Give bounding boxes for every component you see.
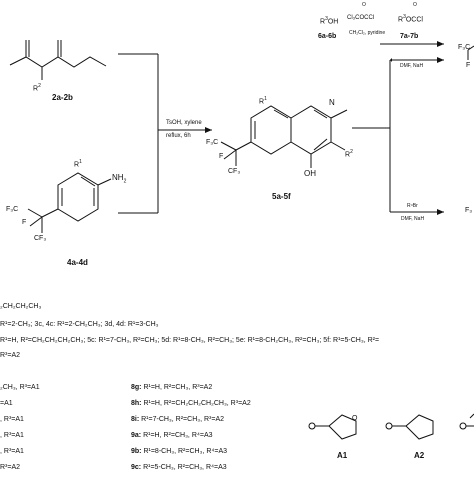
quinoline-n: N xyxy=(329,98,335,107)
triphosgene-reagent: Cl₃COCCl xyxy=(347,15,375,21)
upper-branch-conditions: DMF, NaH xyxy=(400,63,424,69)
aniline-r: R1 xyxy=(74,159,82,169)
definition-line-2: R¹=2-CH₃; 3c, 4c: R¹=2-CH₂CH₃; 3d, 4d: R… xyxy=(0,321,159,328)
substituent-a2-structure xyxy=(391,414,434,440)
chloroformate-label: 7a-7b xyxy=(400,33,419,40)
lower-branch-reagent: R⁴Br xyxy=(407,203,418,209)
quinoline-structure xyxy=(220,105,348,168)
quinoline-arrowhead xyxy=(205,127,212,133)
quinoline-cf3-b: CF₃ xyxy=(228,168,241,175)
attachment-points xyxy=(308,422,467,430)
quinoline-f: F xyxy=(219,153,224,160)
quinoline-label: 5a-5f xyxy=(272,192,291,201)
compound-row-8h: 8h: R¹=H, R²=CH₂CH₂CH₂CH₃, R³=A2 xyxy=(131,400,251,407)
reaction-arrows xyxy=(118,43,444,214)
quinoline-cf3-a: F₃C xyxy=(206,139,219,146)
step1-reagent: TsOH, xylene xyxy=(166,120,202,126)
compound-row-9c: 9c: R¹=5-CH₃, R²=CH₃, R⁴=A3 xyxy=(131,464,227,471)
quinoline-r1: R1 xyxy=(259,96,267,106)
compound-left-1: ₂CH₃, R³=A1 xyxy=(0,384,40,391)
upper-fragment-cf3: F₃C xyxy=(458,44,471,51)
definition-line-1: ₂CH₂CH₂CH₃ xyxy=(0,303,42,310)
lower-branch-conditions: DMF, NaH xyxy=(401,216,425,222)
compound-row-8i: 8i: R¹=7-CH₃, R²=CH₃, R³=A2 xyxy=(131,416,225,423)
substituent-a2-label: A2 xyxy=(414,451,425,460)
aniline-f: F xyxy=(22,219,27,226)
chloroformate-arrowhead xyxy=(437,41,444,47)
alcohol-reagent: R3OH xyxy=(320,16,339,26)
triphosgene-oxygen: O xyxy=(362,2,366,8)
compound-left-2: =A1 xyxy=(0,400,13,407)
compound-left-3: , R³=A1 xyxy=(0,416,24,423)
compound-row-8g: 8g: R¹=H, R²=CH₃, R³=A2 xyxy=(131,384,213,391)
substituent-a3-partial xyxy=(465,413,474,427)
aniline-cf3-b: CF₃ xyxy=(34,235,47,242)
aniline-structure xyxy=(27,172,112,233)
ketoester-label: 2a-2b xyxy=(52,93,73,102)
upper-fragment-f: F xyxy=(466,62,471,69)
aniline-label: 4a-4d xyxy=(67,258,88,267)
compound-left-6: R³=A2 xyxy=(0,464,21,471)
compound-left-4: , R³=A1 xyxy=(0,432,24,439)
lower-fragment: F₃ xyxy=(465,207,473,214)
a1-oxygen: O xyxy=(352,415,358,422)
arrow-pivot xyxy=(390,58,392,62)
chloroformate-product: R3OCCl xyxy=(398,14,423,24)
quinoline-r2: R2 xyxy=(345,149,353,159)
ketoester-structure xyxy=(9,40,107,80)
compound-row-9b: 9b: R¹=8-CH₃, R²=CH₃, R⁴=A3 xyxy=(131,448,228,455)
alcohol-label: 6a-6b xyxy=(318,33,337,40)
lower-arrowhead xyxy=(437,209,444,215)
compound-row-9a: 9a: R¹=H, R²=CH₃, R⁴=A3 xyxy=(131,432,213,439)
substituent-a1-label: A1 xyxy=(337,451,348,460)
definition-line-3: R¹=H, R²=CH₂CH₂CH₂CH₃; 5c: R¹=7-CH₃, R²=… xyxy=(0,337,380,344)
ketoester-r: R2 xyxy=(33,83,41,93)
step1-conditions: reflux, 6h xyxy=(166,133,191,139)
chloroformate-oxygen: O xyxy=(413,2,417,8)
quinoline-oh: OH xyxy=(304,169,316,178)
substituent-a1-structure xyxy=(314,414,357,440)
chloroformate-conditions: CH₂Cl₂, pyridine xyxy=(349,30,386,36)
upper-product-fragment xyxy=(467,45,474,60)
aniline-cf3-a: F₃C xyxy=(6,206,19,213)
aniline-nh2: NH2 xyxy=(112,173,127,185)
compound-left-5: , R³=A1 xyxy=(0,448,24,455)
definition-line-4: R³=A2 xyxy=(0,352,21,359)
upper-arrowhead xyxy=(437,57,444,63)
